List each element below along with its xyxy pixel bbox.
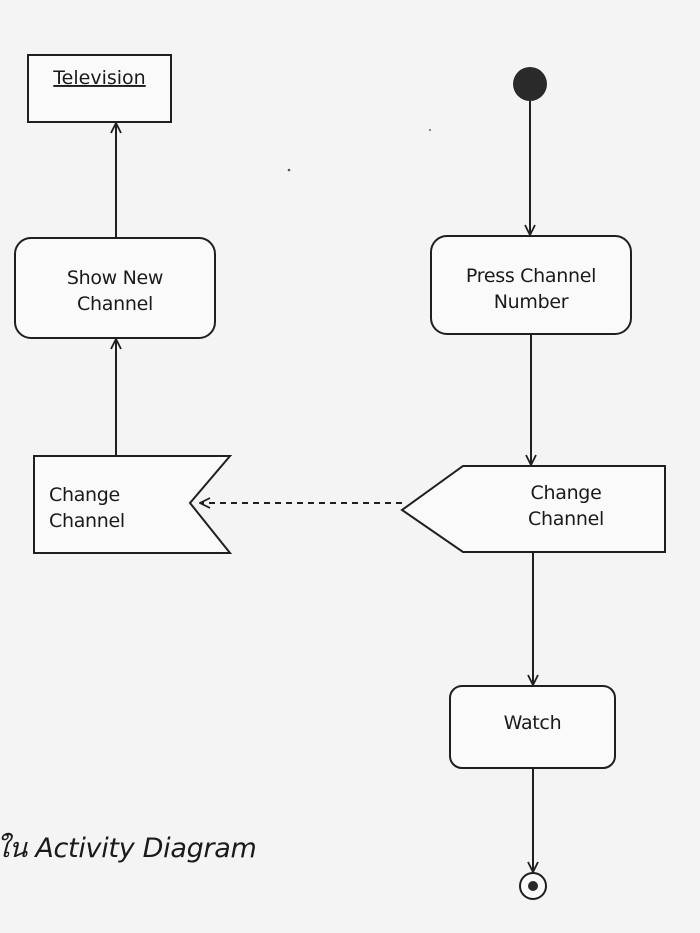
diagram-caption: ใน Activity Diagram [0, 833, 257, 864]
accept-signal-label-line2: Channel [49, 510, 125, 532]
send-signal-label-line2: Channel [528, 508, 604, 530]
activity-final-node [519, 872, 547, 900]
send-signal-label-line1: Change [531, 482, 602, 504]
watch-label: Watch [504, 712, 562, 734]
send-signal-change-channel: Change Channel [400, 465, 666, 553]
show-new-channel-label-line1: Show New [67, 267, 163, 289]
press-channel-label-line1: Press Channel [466, 265, 596, 287]
scan-speck [429, 129, 431, 131]
show-new-channel-label-line2: Channel [77, 293, 153, 315]
show-new-channel-action: Show New Channel [14, 237, 216, 339]
press-channel-number-action: Press Channel Number [430, 235, 632, 335]
accept-signal-label-line1: Change [49, 484, 120, 506]
scan-speck [287, 168, 291, 172]
initial-node [513, 67, 547, 101]
television-object-node: Television [27, 54, 172, 123]
television-label: Television [52, 67, 145, 89]
press-channel-label-line2: Number [494, 291, 569, 313]
accept-signal-change-channel: Change Channel [33, 455, 233, 554]
watch-action: Watch [449, 685, 616, 769]
